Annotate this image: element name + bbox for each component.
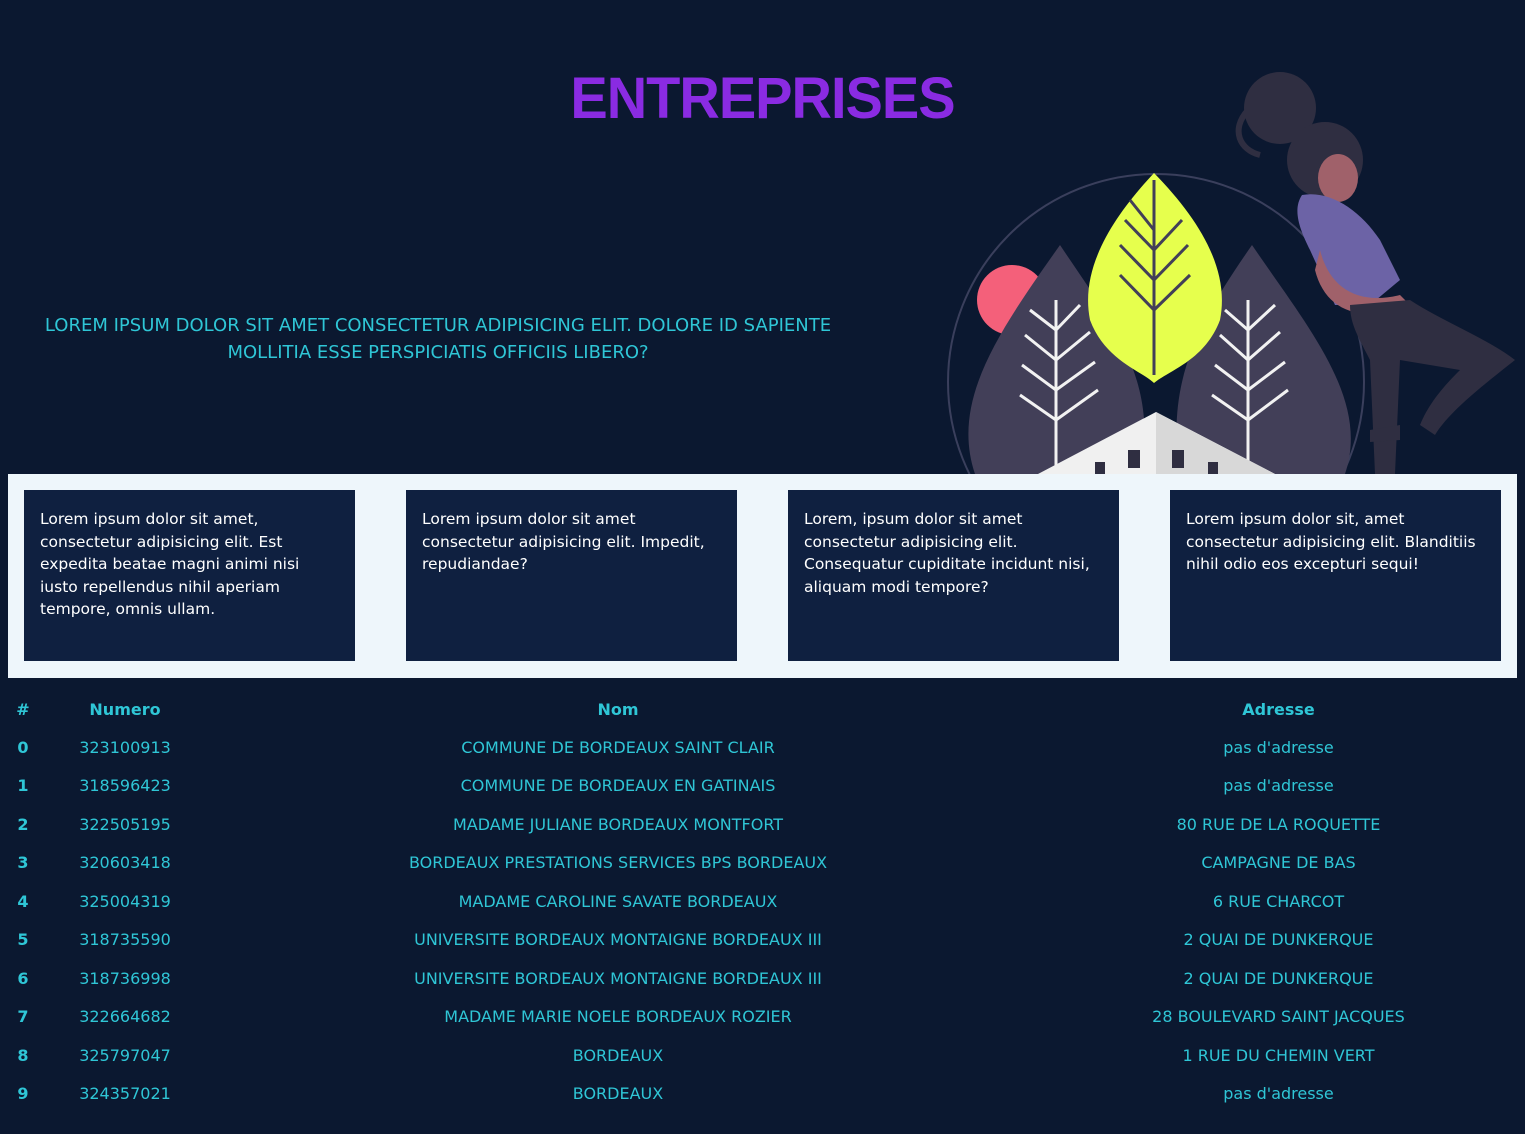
nature-woman-illustration — [947, 72, 1515, 474]
cell-nom: BORDEAUX — [572, 1045, 664, 1065]
cell-index: 9 — [17, 1084, 29, 1104]
cell-nom: MADAME MARIE NOELE BORDEAUX ROZIER — [444, 1007, 792, 1027]
table-row: 2 322505195 MADAME JULIANE BORDEAUX MONT… — [0, 805, 1525, 844]
cell-adresse: pas d'adresse — [1223, 776, 1334, 796]
table-row: 4 325004319 MADAME CAROLINE SAVATE BORDE… — [0, 882, 1525, 921]
info-card: Lorem, ipsum dolor sit amet consectetur … — [788, 490, 1119, 661]
cell-adresse: 2 QUAI DE DUNKERQUE — [1183, 930, 1374, 950]
cell-numero: 324357021 — [79, 1084, 171, 1104]
table-row: 3 320603418 BORDEAUX PRESTATIONS SERVICE… — [0, 844, 1525, 883]
hero-illustration — [930, 70, 1525, 474]
cell-index: 0 — [17, 737, 29, 757]
table-row: 0 323100913 COMMUNE DE BORDEAUX SAINT CL… — [0, 728, 1525, 767]
cell-nom: UNIVERSITE BORDEAUX MONTAIGNE BORDEAUX I… — [414, 930, 822, 950]
cell-numero: 318596423 — [79, 776, 171, 796]
header-index: # — [16, 699, 30, 719]
info-card: Lorem ipsum dolor sit amet, consectetur … — [24, 490, 355, 661]
cell-index: 5 — [17, 930, 29, 950]
cell-adresse: CAMPAGNE DE BAS — [1201, 853, 1356, 873]
cell-index: 2 — [17, 814, 29, 834]
table-row: 6 318736998 UNIVERSITE BORDEAUX MONTAIGN… — [0, 959, 1525, 998]
cell-index: 6 — [17, 968, 29, 988]
cell-index: 4 — [17, 891, 29, 911]
cell-numero: 322664682 — [79, 1007, 171, 1027]
cell-nom: MADAME CAROLINE SAVATE BORDEAUX — [458, 891, 778, 911]
table-row: 8 325797047 BORDEAUX 1 RUE DU CHEMIN VER… — [0, 1036, 1525, 1075]
cell-numero: 325004319 — [79, 891, 171, 911]
cell-numero: 318736998 — [79, 968, 171, 988]
cell-index: 8 — [17, 1045, 29, 1065]
cell-nom: BORDEAUX — [572, 1084, 664, 1104]
cell-adresse: pas d'adresse — [1223, 737, 1334, 757]
cell-nom: MADAME JULIANE BORDEAUX MONTFORT — [452, 814, 784, 834]
header-numero: Numero — [89, 699, 161, 719]
cell-nom: COMMUNE DE BORDEAUX SAINT CLAIR — [461, 737, 775, 757]
cell-index: 7 — [17, 1007, 29, 1027]
cell-index: 1 — [17, 776, 29, 796]
cell-numero: 323100913 — [79, 737, 171, 757]
cell-nom: COMMUNE DE BORDEAUX EN GATINAIS — [460, 776, 776, 796]
table-header-row: # Numero Nom Adresse — [0, 690, 1525, 728]
info-card: Lorem ipsum dolor sit amet consectetur a… — [406, 490, 737, 661]
page-title: ENTREPRISES — [570, 64, 955, 131]
cell-adresse: 80 RUE DE LA ROQUETTE — [1176, 814, 1381, 834]
table-row: 7 322664682 MADAME MARIE NOELE BORDEAUX … — [0, 998, 1525, 1037]
header-adresse: Adresse — [1242, 699, 1315, 719]
lead-text: LOREM IPSUM DOLOR SIT AMET CONSECTETUR A… — [44, 315, 832, 363]
cell-numero: 322505195 — [79, 814, 171, 834]
cell-numero: 325797047 — [79, 1045, 171, 1065]
cell-numero: 318735590 — [79, 930, 171, 950]
table-row: 5 318735590 UNIVERSITE BORDEAUX MONTAIGN… — [0, 921, 1525, 960]
cell-index: 3 — [17, 853, 29, 873]
cell-numero: 320603418 — [79, 853, 171, 873]
info-card: Lorem ipsum dolor sit, amet consectetur … — [1170, 490, 1501, 661]
cell-nom: BORDEAUX PRESTATIONS SERVICES BPS BORDEA… — [408, 853, 828, 873]
cell-adresse: pas d'adresse — [1223, 1084, 1334, 1104]
cell-adresse: 1 RUE DU CHEMIN VERT — [1182, 1045, 1375, 1065]
cards-band: Lorem ipsum dolor sit amet, consectetur … — [8, 474, 1517, 678]
table-row: 9 324357021 BORDEAUX pas d'adresse — [0, 1075, 1525, 1114]
cell-adresse: 6 RUE CHARCOT — [1212, 891, 1345, 911]
header-nom: Nom — [597, 699, 639, 719]
cell-adresse: 28 BOULEVARD SAINT JACQUES — [1152, 1007, 1405, 1027]
cell-adresse: 2 QUAI DE DUNKERQUE — [1183, 968, 1374, 988]
table-row: 1 318596423 COMMUNE DE BORDEAUX EN GATIN… — [0, 767, 1525, 806]
entreprises-table: # Numero Nom Adresse 0 323100913 COMMUNE… — [0, 690, 1525, 1113]
cell-nom: UNIVERSITE BORDEAUX MONTAIGNE BORDEAUX I… — [414, 968, 822, 988]
